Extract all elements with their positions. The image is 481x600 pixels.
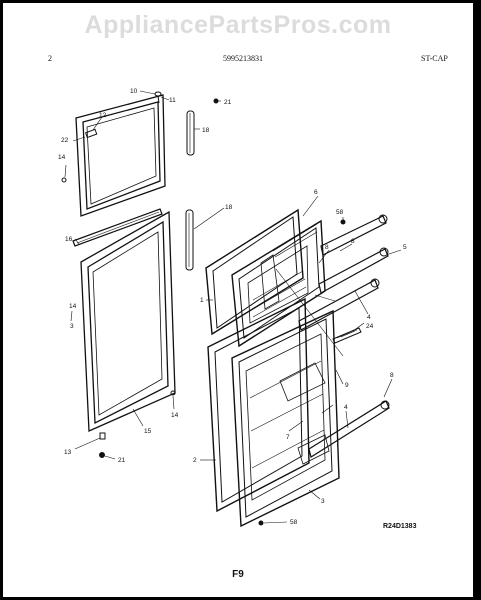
door-trim-strip-lower (185, 209, 194, 271)
callout-4: 4 (344, 404, 348, 411)
callout-6: 9 (345, 382, 349, 389)
callout-58: 58 (290, 519, 298, 526)
callout-8: 8 (351, 238, 355, 245)
fresh-food-door-shelf (308, 400, 390, 458)
callout-3: 3 (70, 323, 74, 330)
freezer-door-shelves (298, 214, 389, 331)
callout-5: 5 (403, 244, 407, 251)
callout-14: 14 (171, 412, 179, 419)
callout-18: 18 (202, 127, 210, 134)
door-trim-strip-upper (186, 110, 195, 156)
callout-58: 58 (336, 209, 344, 216)
callout-24: 24 (366, 323, 374, 330)
callout-21: 21 (224, 99, 232, 106)
callout-2: 2 (193, 457, 197, 464)
leader-lines (64, 90, 402, 524)
fresh-food-door-assembly (207, 297, 340, 528)
callout-14: 14 (69, 303, 77, 310)
watermark: AppliancePartsPros.com (84, 11, 392, 39)
shelf-retainer-bar (332, 327, 362, 344)
callout-6: 6 (314, 189, 318, 196)
callout-11: 11 (169, 97, 176, 104)
diagram-code: R24D1383 (383, 523, 417, 530)
diagram-sheet: AppliancePartsPros.com 2 5995213831 ST-C… (3, 3, 473, 597)
hardware-screws (61, 98, 346, 526)
exploded-parts-diagram: 10 11 21 12 22 14 18 16 18 1 6 58 8 8 5 … (58, 88, 407, 528)
callout-7: 7 (286, 434, 290, 441)
callout-8: 8 (325, 244, 329, 251)
callout-12: 12 (99, 112, 107, 119)
callout-labels: 10 11 21 12 22 14 18 16 18 1 6 58 8 8 5 … (58, 88, 407, 526)
callout-3: 3 (321, 498, 325, 505)
callout-15: 15 (144, 428, 152, 435)
model-code: ST-CAP (421, 54, 448, 63)
callout-18: 18 (225, 204, 233, 211)
callout-14: 14 (58, 154, 66, 161)
callout-1: 1 (200, 297, 204, 304)
callout-22: 22 (61, 137, 69, 144)
callout-4: 4 (367, 314, 371, 321)
callout-16: 16 (65, 236, 73, 243)
callout-13: 13 (64, 449, 72, 456)
fresh-food-door-gasket (80, 210, 176, 432)
part-number: 5995213831 (223, 54, 263, 63)
page-number: 2 (48, 54, 52, 63)
figure-label: F9 (232, 569, 244, 580)
freezer-door-gasket (75, 94, 166, 217)
callout-10: 10 (130, 88, 138, 95)
callout-8: 8 (390, 372, 394, 379)
callout-21: 21 (118, 457, 126, 464)
door-handle-strip (72, 208, 163, 247)
